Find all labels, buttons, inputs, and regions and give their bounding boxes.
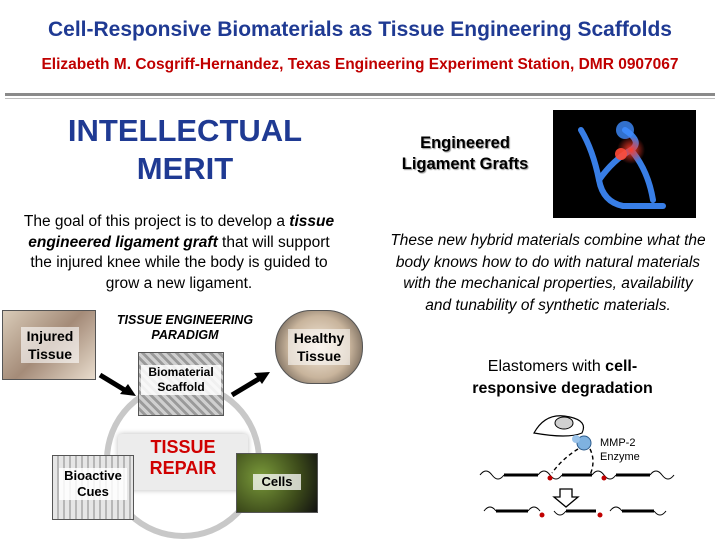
healthy-tissue-label: Healthy Tissue bbox=[288, 329, 350, 365]
fragment-squiggle bbox=[553, 510, 567, 516]
author-line: Elizabeth M. Cosgriff-Hernandez, Texas E… bbox=[41, 56, 679, 73]
goal-text-pre: The goal of this project is to develop a bbox=[23, 213, 290, 230]
arrow-scaffold-to-healthy bbox=[230, 374, 264, 398]
cell-nucleus bbox=[554, 416, 574, 430]
header-divider bbox=[5, 93, 715, 96]
goal-text-post: that will support the injured knee while… bbox=[30, 233, 330, 292]
dashed-arrow-right bbox=[589, 448, 594, 476]
header-divider-thin bbox=[5, 98, 715, 99]
healthy-label-line1: Healthy bbox=[293, 330, 345, 346]
arrow-injured-to-scaffold bbox=[98, 372, 130, 395]
injured-tissue-photo: Injured Tissue bbox=[2, 310, 96, 380]
healthy-tissue-photo: Healthy Tissue bbox=[275, 310, 363, 384]
dashed-arrow-left bbox=[551, 448, 579, 474]
healthy-label-line2: Tissue bbox=[296, 348, 342, 364]
tissue-repair-box bbox=[118, 434, 248, 490]
cells-label: Cells bbox=[253, 474, 301, 490]
elastomer-caption: Elastomers with cell-responsive degradat… bbox=[455, 356, 670, 400]
xray-body-image bbox=[553, 110, 696, 218]
hybrid-materials-paragraph: These new hybrid materials combine what … bbox=[390, 232, 706, 314]
scaffold-label: Biomaterial Scaffold bbox=[141, 365, 221, 395]
chain-squiggle bbox=[537, 470, 563, 480]
elastomer-text-bold: cell-responsive degradation bbox=[472, 358, 653, 397]
bioactive-cues-label: Bioactive Cues bbox=[59, 468, 127, 500]
merit-heading-line1: INTELLECTUAL bbox=[67, 113, 303, 148]
fragment-squiggle bbox=[653, 510, 667, 516]
scaffold-photo: Biomaterial Scaffold bbox=[138, 352, 224, 416]
goal-text-emphasis: tissue engineered ligament graft bbox=[28, 213, 335, 251]
enzyme-label-line2: Enzyme bbox=[600, 451, 640, 463]
paradigm-heading-line1: TISSUE ENGINEERING bbox=[116, 313, 254, 327]
cleavage-site bbox=[601, 475, 607, 481]
paradigm-heading-line2: PARADIGM bbox=[151, 328, 219, 342]
engineered-ligament-heading: Engineered Ligament Grafts bbox=[375, 133, 555, 175]
cleaved-site bbox=[539, 512, 545, 518]
repair-label-line1: TISSUE bbox=[150, 437, 216, 457]
fragment-squiggle bbox=[527, 506, 541, 512]
bioactive-cues-photo: Bioactive Cues bbox=[52, 455, 134, 520]
fragment-squiggle bbox=[609, 506, 623, 512]
down-arrow-icon bbox=[552, 488, 580, 508]
injured-tissue-label: Injured Tissue bbox=[21, 327, 79, 363]
injured-label-line1: Injured bbox=[26, 328, 74, 344]
graft-heading-line1: Engineered bbox=[420, 134, 510, 152]
cells-photo: Cells bbox=[236, 453, 318, 513]
chain-squiggle bbox=[591, 470, 617, 480]
intellectual-merit-heading: INTELLECTUAL MERIT bbox=[40, 112, 330, 188]
goal-paragraph: The goal of this project is to develop a… bbox=[18, 212, 340, 294]
tissue-repair-label: TISSUE REPAIR bbox=[118, 437, 248, 479]
enzyme-label: MMP-2 Enzyme bbox=[600, 436, 640, 464]
chain-squiggle bbox=[649, 470, 675, 480]
chain-squiggle bbox=[479, 470, 505, 480]
page-title: Cell-Responsive Biomaterials as Tissue E… bbox=[48, 18, 672, 41]
paradigm-heading: TISSUE ENGINEERING PARADIGM bbox=[105, 313, 265, 343]
arrow-healthy-head bbox=[254, 372, 270, 384]
cleaved-site bbox=[597, 512, 603, 518]
scaffold-label-line2: Scaffold bbox=[157, 380, 205, 394]
merit-heading-line2: MERIT bbox=[136, 151, 234, 186]
mmp2-enzyme-icon bbox=[576, 435, 592, 451]
degradation-diagram bbox=[479, 415, 675, 518]
arrow-injured-head bbox=[120, 384, 136, 396]
repair-label-line2: REPAIR bbox=[149, 458, 217, 478]
scaffold-label-line1: Biomaterial bbox=[148, 365, 214, 379]
cleavage-site bbox=[547, 475, 553, 481]
injured-label-line2: Tissue bbox=[27, 346, 73, 362]
enzyme-lobe bbox=[572, 435, 580, 443]
elastomer-text-pre: Elastomers with bbox=[487, 358, 606, 375]
graft-heading-line2: Ligament Grafts bbox=[401, 155, 529, 173]
bioactive-label-line2: Cues bbox=[77, 484, 109, 499]
bioactive-label-line1: Bioactive bbox=[64, 468, 122, 483]
xray-figure-icon bbox=[578, 121, 666, 209]
enzyme-label-line1: MMP-2 bbox=[600, 437, 636, 449]
fragment-squiggle bbox=[483, 506, 497, 512]
